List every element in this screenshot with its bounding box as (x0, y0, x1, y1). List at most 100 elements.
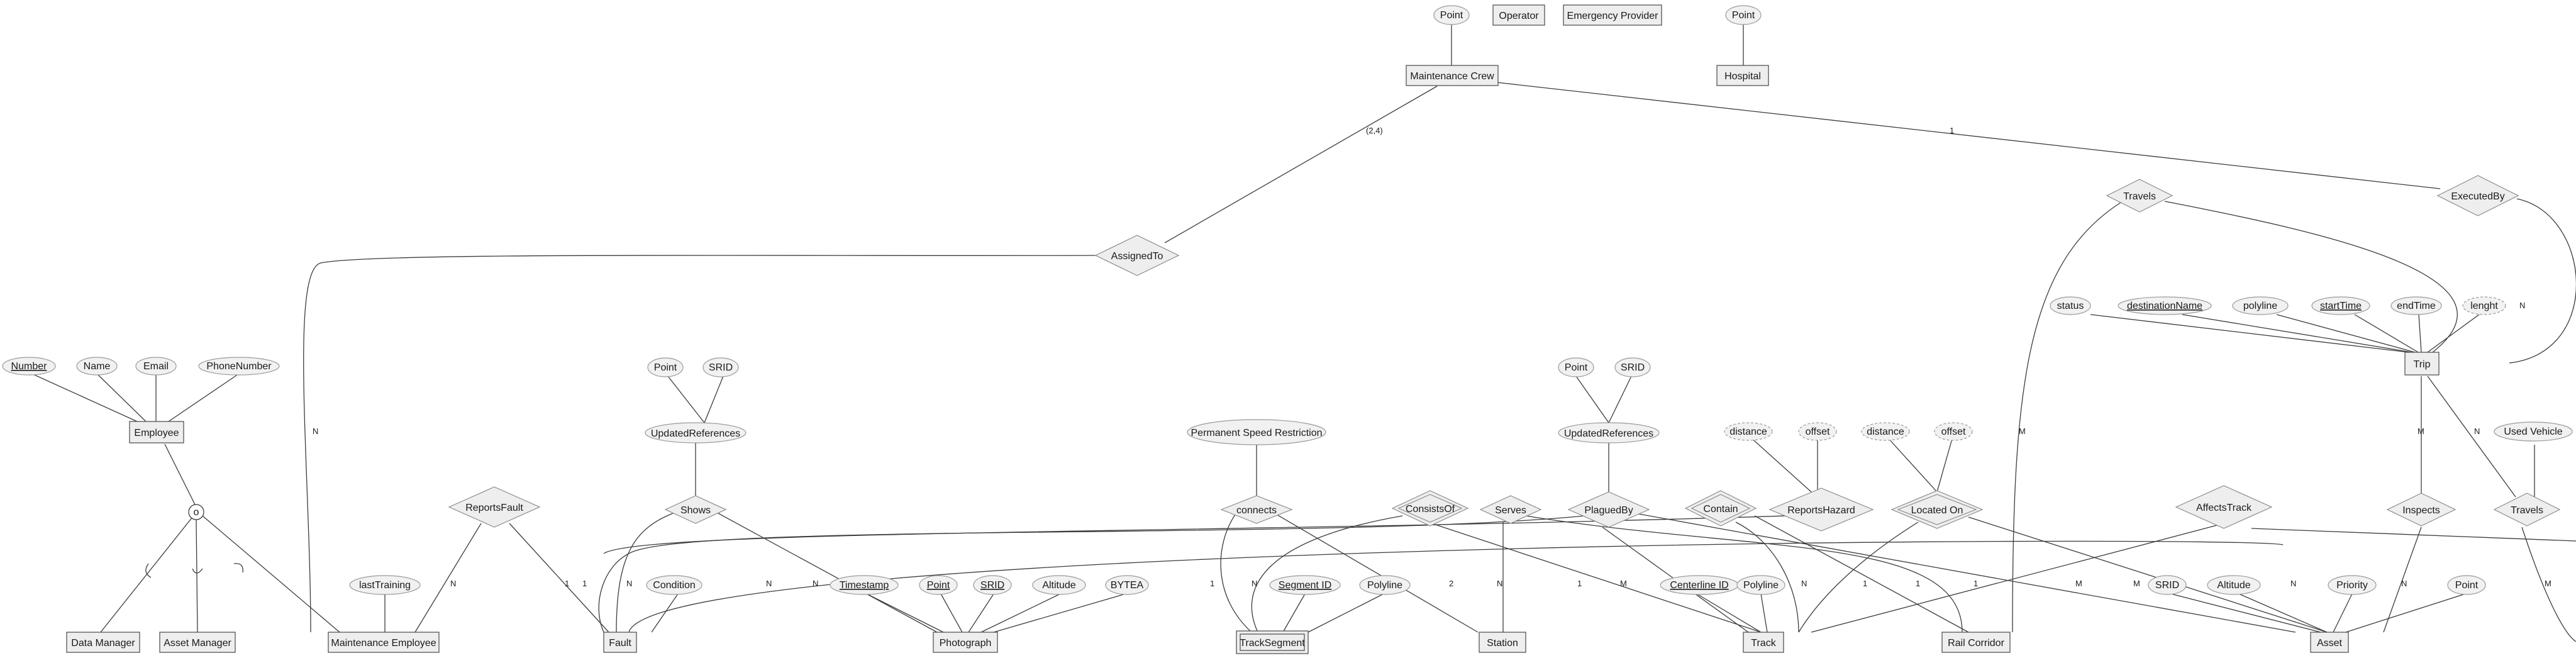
attribute-polyline-trip[interactable]: polyline (2232, 296, 2289, 315)
relationship-inspects[interactable]: Inspects (2386, 493, 2457, 527)
attribute-label: Email (143, 361, 169, 372)
entity-track[interactable]: Track (1743, 632, 1784, 653)
edge-employee-phone (168, 373, 240, 422)
edge-employee-spec (164, 443, 197, 508)
attribute-offset-located[interactable]: offset (1934, 422, 1973, 441)
attribute-polyline-segment[interactable]: Polyline (1359, 575, 1411, 595)
attribute-label: Polyline (1367, 580, 1402, 591)
entity-maintenance-crew[interactable]: Maintenance Crew (1406, 65, 1499, 86)
attribute-srid-photo[interactable]: SRID (973, 575, 1012, 595)
entity-asset-manager[interactable]: Asset Manager (159, 632, 236, 653)
attribute-point-asset[interactable]: Point (2447, 575, 2486, 595)
entity-maintenance-employee[interactable]: Maintenance Employee (328, 632, 440, 653)
attribute-phone-number[interactable]: PhoneNumber (198, 357, 280, 376)
entity-hospital[interactable]: Hospital (1716, 65, 1769, 86)
relationship-located-on[interactable]: Located On (1890, 490, 1984, 529)
entity-fault[interactable]: Fault (603, 632, 637, 653)
attribute-distance-located[interactable]: distance (1861, 422, 1910, 441)
edge-fault-srid (704, 376, 724, 423)
edge-contain-track (1735, 521, 1799, 633)
entity-track-segment[interactable]: TrackSegment (1236, 630, 1309, 654)
edge-fault-point (667, 376, 705, 423)
attribute-distance-hazard[interactable]: distance (1724, 422, 1773, 441)
edge-consistsof-track (1408, 515, 1762, 633)
attributes: Point Point Number Name Email PhoneNumbe… (2, 5, 2573, 595)
attribute-segment-id[interactable]: Segment ID (1269, 575, 1341, 595)
attribute-timestamp[interactable]: Timestamp (830, 575, 899, 595)
attribute-point-crew[interactable]: Point (1433, 5, 1470, 25)
attribute-label: Used Vehicle (2504, 427, 2562, 437)
relationship-reports-fault[interactable]: ReportsFault (448, 486, 541, 528)
relationship-travels-top[interactable]: Travels (2106, 179, 2174, 213)
relationship-contain[interactable]: Contain (1684, 490, 1757, 527)
edge-affects-track (1811, 525, 2218, 633)
attribute-offset-hazard[interactable]: offset (1798, 422, 1837, 441)
attribute-centerline-id[interactable]: Centerline ID (1660, 575, 1739, 595)
relationship-plagued-by[interactable]: PlaguedBy (1567, 491, 1650, 528)
attribute-start-time[interactable]: startTime (2311, 296, 2370, 315)
edge-plaguedby-asset (1635, 513, 2296, 633)
relationship-shows[interactable]: Shows (664, 495, 727, 524)
attribute-altitude-photo[interactable]: Altitude (1032, 575, 1086, 595)
card-affects-track: M (2133, 579, 2140, 588)
attribute-polyline-track[interactable]: Polyline (1736, 575, 1785, 595)
relationship-travels-right[interactable]: Travels (2493, 493, 2561, 527)
entity-rail-corridor[interactable]: Rail Corridor (1941, 632, 2011, 653)
entity-data-manager[interactable]: Data Manager (66, 632, 140, 653)
attribute-point-fault[interactable]: Point (647, 357, 684, 377)
entity-employee[interactable]: Employee (129, 421, 184, 443)
attribute-updated-references-fault[interactable]: UpdatedReferences (645, 422, 747, 443)
edge-asset-altitude (2238, 593, 2328, 633)
relationship-affects-track[interactable]: AffectsTrack (2175, 485, 2273, 529)
attribute-srid-fault[interactable]: SRID (702, 357, 739, 377)
edge-trip-starttime (2354, 314, 2419, 353)
card-rf-fault: 1 (565, 579, 569, 588)
card-contain-track: N (1801, 579, 1807, 588)
relationship-executed-by[interactable]: ExecutedBy (2436, 175, 2519, 216)
attribute-altitude-asset[interactable]: Altitude (2207, 575, 2261, 595)
attribute-email[interactable]: Email (135, 357, 177, 376)
entity-trip[interactable]: Trip (2404, 352, 2440, 376)
attribute-label: Polyline (1743, 580, 1779, 591)
entity-emergency-provider[interactable]: Emergency Provider (1563, 4, 1662, 26)
edge-affects-right (2251, 528, 2576, 542)
entity-photograph[interactable]: Photograph (933, 632, 998, 653)
attribute-name[interactable]: Name (76, 357, 118, 376)
subset-arc-maintenance-employee (233, 563, 243, 573)
entity-station[interactable]: Station (1479, 632, 1526, 653)
entity-asset[interactable]: Asset (2310, 632, 2349, 653)
attribute-permanent-speed-restriction[interactable]: Permanent Speed Restriction (1187, 419, 1326, 445)
card-inspects-trip: M (2418, 427, 2424, 436)
attribute-condition[interactable]: Condition (646, 575, 702, 595)
edge-segment-polyline (1307, 593, 1384, 633)
edge-plaguedby-memp (598, 515, 1585, 633)
attribute-updated-references-plague[interactable]: UpdatedReferences (1558, 422, 1660, 443)
card-plagued-track: M (1620, 579, 1627, 588)
attribute-point-photo[interactable]: Point (919, 575, 958, 595)
attribute-last-training[interactable]: lastTraining (349, 575, 421, 595)
attribute-label: Number (11, 361, 48, 372)
attribute-srid-asset[interactable]: SRID (2148, 575, 2187, 595)
card-travels2-asset: M (2545, 579, 2551, 588)
attribute-destination-name[interactable]: destinationName (2118, 296, 2212, 315)
attribute-srid-plague[interactable]: SRID (1614, 357, 1651, 377)
attribute-priority[interactable]: Priority (2328, 575, 2377, 595)
attribute-status[interactable]: status (2050, 296, 2091, 315)
attribute-end-time[interactable]: endTime (2390, 296, 2442, 315)
relationship-assigned-to[interactable]: AssignedTo (1094, 235, 1180, 276)
attribute-point-hospital[interactable]: Point (1725, 5, 1762, 25)
relationship-reports-hazard[interactable]: ReportsHazard (1768, 488, 1874, 532)
relationship-label: Contain (1703, 504, 1738, 515)
card-consists-track: 1 (1577, 579, 1582, 588)
relationship-connects[interactable]: connects (1220, 495, 1293, 524)
attribute-point-plague[interactable]: Point (1558, 357, 1594, 377)
entity-label: Station (1487, 638, 1518, 649)
relationship-consists-of[interactable]: ConsistsOf (1391, 490, 1469, 527)
entity-operator[interactable]: Operator (1492, 4, 1545, 26)
attribute-number[interactable]: Number (2, 357, 56, 376)
attribute-bytea[interactable]: BYTEA (1105, 575, 1149, 595)
card-contain-corr: 1 (1916, 579, 1920, 588)
attribute-lenght[interactable]: lenght (2462, 296, 2506, 315)
relationship-serves[interactable]: Serves (1479, 495, 1542, 524)
attribute-used-vehicle[interactable]: Used Vehicle (2494, 421, 2573, 442)
